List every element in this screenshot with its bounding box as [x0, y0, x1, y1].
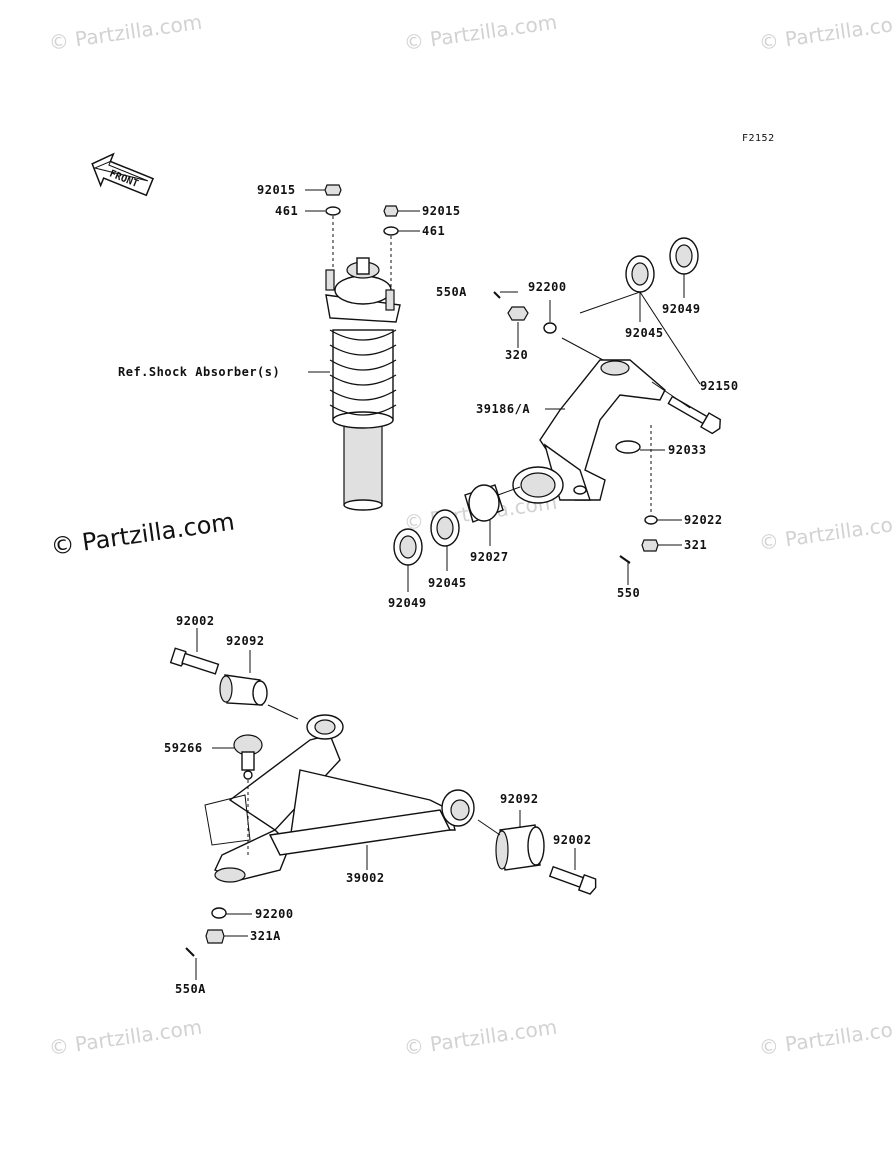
label-461: 461 [422, 224, 445, 238]
front-arrow-icon: FRONT [91, 152, 155, 197]
label-92002: 92002 [553, 833, 592, 847]
knuckle-hardware [493, 291, 659, 564]
label-550a: 550A [436, 285, 467, 299]
label-92200: 92200 [528, 280, 567, 294]
shock-hardware [324, 184, 399, 290]
label-550a: 550A [175, 982, 206, 996]
label-321a: 321A [250, 929, 281, 943]
label-92045: 92045 [625, 326, 664, 340]
watermark: © Partzilla.com [757, 1015, 894, 1060]
label-59266: 59266 [164, 741, 203, 755]
label-461: 461 [275, 204, 298, 218]
label-92027: 92027 [470, 550, 509, 564]
watermarks: © Partzilla.com © Partzilla.com © Partzi… [47, 10, 894, 1060]
hub-bearings [393, 484, 521, 566]
label-92022: 92022 [684, 513, 723, 527]
label-92045: 92045 [428, 576, 467, 590]
label-92015: 92015 [257, 183, 296, 197]
part-labels: 92015 461 92015 461 550A 92200 320 92049… [164, 183, 739, 996]
watermark: © Partzilla.com [757, 10, 894, 55]
label-320: 320 [505, 348, 528, 362]
label-92002: 92002 [176, 614, 215, 628]
label-92015: 92015 [422, 204, 461, 218]
watermark: © Partzilla.com [402, 1015, 558, 1060]
watermark: © Partzilla.com [757, 510, 894, 555]
label-92049: 92049 [388, 596, 427, 610]
label-550: 550 [617, 586, 640, 600]
label-92092: 92092 [226, 634, 265, 648]
ball-joint [233, 734, 263, 780]
top-bearings [625, 237, 699, 293]
label-92033: 92033 [668, 443, 707, 457]
label-92092: 92092 [500, 792, 539, 806]
a-arm [204, 714, 475, 883]
bolt-right [548, 865, 597, 895]
bolt-left [169, 647, 220, 675]
shock-absorber [325, 257, 401, 511]
label-92200: 92200 [255, 907, 294, 921]
steering-knuckle [512, 359, 666, 504]
label-39002: 39002 [346, 871, 385, 885]
watermark: © Partzilla.com [47, 1015, 203, 1060]
shock-ref-label: Ref.Shock Absorber(s) [118, 365, 280, 379]
diagram-code: F2152 [742, 133, 775, 144]
bushing-left [219, 674, 268, 706]
bolt-92150 [667, 395, 721, 435]
bushing-right [495, 824, 545, 871]
label-92150: 92150 [700, 379, 739, 393]
watermark-main: © Partzilla.com [49, 507, 236, 561]
watermark: © Partzilla.com [47, 10, 203, 55]
label-92049: 92049 [662, 302, 701, 316]
label-39186a: 39186/A [476, 402, 530, 416]
watermark: © Partzilla.com [402, 10, 558, 55]
label-321: 321 [684, 538, 707, 552]
bottom-hardware [185, 907, 227, 957]
